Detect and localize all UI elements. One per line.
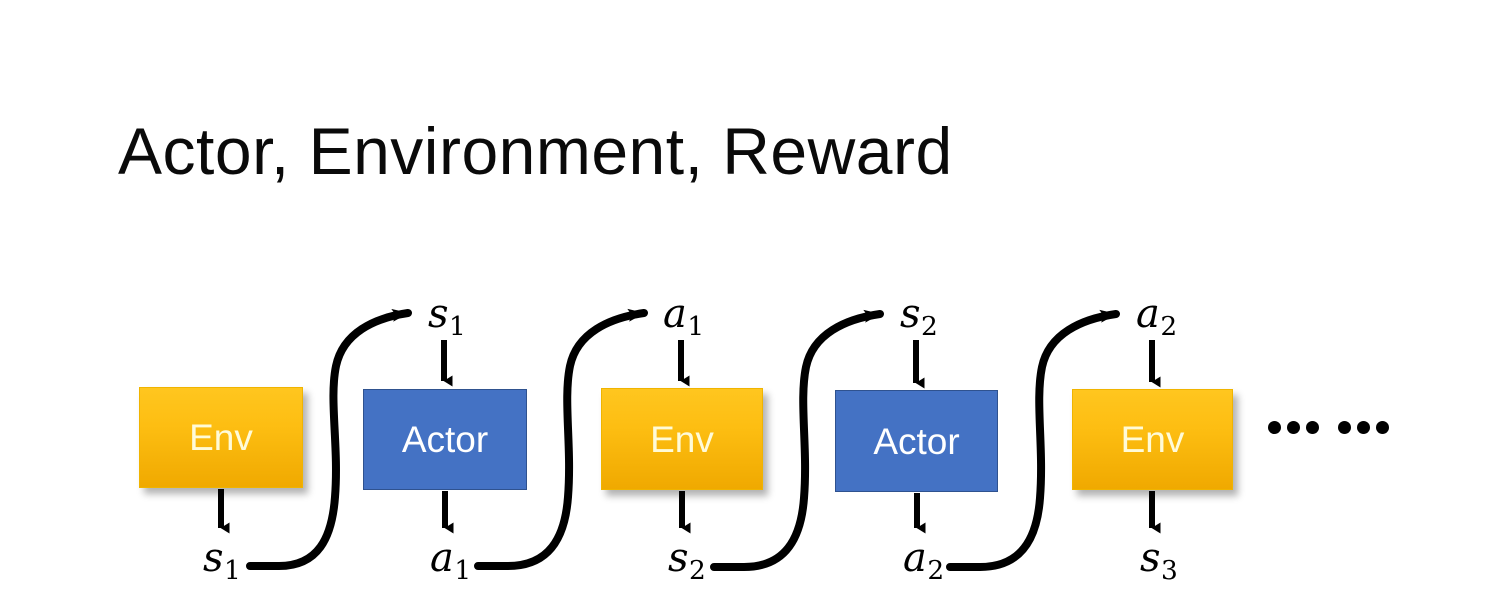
node-label: Env [189,417,253,458]
ellipsis-dot [1287,421,1300,434]
label-action-a2-top: a2 [1136,294,1177,340]
label-state-s2-top: s2 [900,294,938,340]
symbol-subscript: 1 [224,554,241,586]
node-env-2[interactable]: Env [601,388,763,490]
symbol-base: a [1136,291,1160,337]
ellipsis-continuation [1268,421,1389,434]
symbol-subscript: 1 [454,554,472,586]
ellipsis-dot [1357,421,1370,434]
label-state-s1-bottom: s1 [203,538,241,584]
node-label: Env [1120,419,1185,460]
label-state-s3-bottom: s3 [1140,538,1178,584]
symbol-subscript: 2 [689,554,706,586]
node-env-3[interactable]: Env [1072,389,1233,490]
ellipsis-gap [1325,427,1332,428]
node-label: Actor [873,420,960,462]
symbol-base: a [663,291,687,337]
label-action-a2-bottom: a2 [903,538,944,584]
node-actor-1[interactable]: Actor [363,389,527,490]
node-label: Actor [401,419,489,460]
page-title: Actor, Environment, Reward [118,114,953,188]
symbol-subscript: 2 [921,310,938,342]
label-state-s1-top: s1 [428,294,466,340]
ellipsis-dot [1338,421,1351,434]
label-state-s2-bottom: s2 [668,538,706,584]
symbol-base: a [903,535,927,581]
symbol-base: s [1140,535,1161,581]
symbol-base: s [203,535,224,581]
ellipsis-dot [1306,421,1319,434]
ellipsis-dot [1268,421,1281,434]
symbol-subscript: 3 [1161,554,1178,586]
symbol-subscript: 1 [687,310,705,342]
symbol-base: s [668,535,689,581]
symbol-base: a [430,535,454,581]
ellipsis-dot [1376,421,1389,434]
node-label: Env [650,418,714,460]
node-env-1[interactable]: Env [139,387,303,488]
symbol-subscript: 2 [1160,310,1178,342]
symbol-subscript: 1 [449,310,466,342]
node-actor-2[interactable]: Actor [835,390,998,492]
symbol-base: s [428,291,449,337]
label-action-a1-bottom: a1 [430,538,471,584]
symbol-subscript: 2 [927,554,945,586]
label-action-a1-top: a1 [663,294,704,340]
symbol-base: s [900,291,921,337]
